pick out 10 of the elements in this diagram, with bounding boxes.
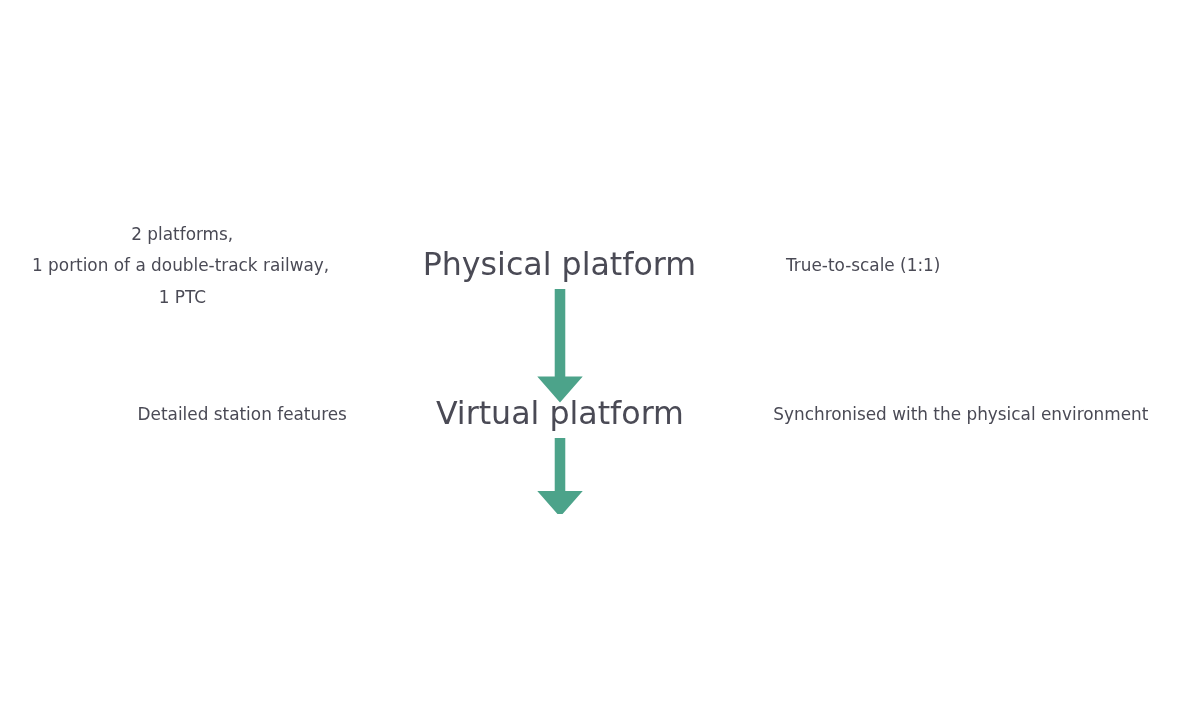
node-text: Virtual platform [435,395,684,432]
label: 1 PTC [158,286,207,307]
arrow [537,288,583,403]
arrow [537,438,583,514]
node-text: Physical platform [422,246,697,283]
label: Detailed station features [137,404,347,425]
label: True-to-scale (1:1) [785,255,941,276]
label: 1 portion of a double-track railway, [32,255,330,276]
label: Synchronised with the physical environment [773,404,1149,425]
label: 2 platforms, [131,223,234,244]
